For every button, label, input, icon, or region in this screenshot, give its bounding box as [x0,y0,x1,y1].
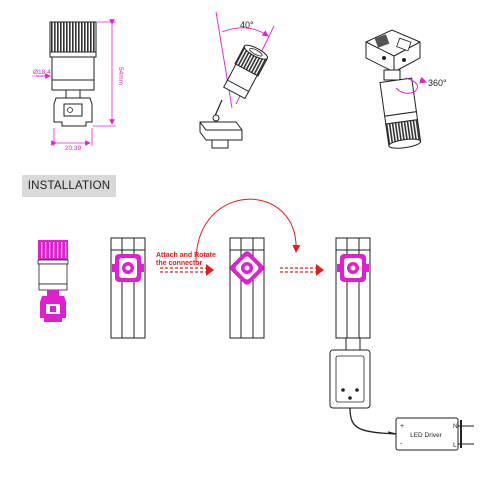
instruction-line-2: the connector [156,260,203,267]
instruction-line-1: Attach and Rotate [156,252,216,259]
rotation-angle-label: 360° [428,78,447,88]
height-dimension-label: 54mm [117,67,124,85]
driver-cable [349,407,397,435]
diameter-dimension-label: Ø18.4 [33,69,51,76]
tilt-angle-label: 40° [240,20,254,30]
arrow-step-3-4 [280,264,324,276]
track-step-2 [110,237,146,339]
driver-terminal-l: L [453,442,457,449]
rotate-arrow [195,198,301,263]
driver-terminal-n: N [453,423,458,430]
arrow-step-2-3 [160,264,214,276]
driver-minus-label: - [400,441,403,448]
tilt-drawing: 40° [199,11,275,149]
driver-plus-label: + [400,423,404,430]
track-step-3 [229,237,265,339]
spotlight-step-1 [37,240,69,322]
rotation-drawing: 360° [365,29,447,149]
width-dimension-label: 20.39 [65,145,82,152]
led-driver: + - LED Driver N L [395,417,474,451]
installation-heading: INSTALLATION [22,175,116,197]
dimension-drawing: 54mm Ø18.4 20.39 [32,19,124,152]
driver-label: LED Driver [410,432,443,439]
end-cap-connector [329,337,371,409]
track-step-4 [335,237,371,339]
